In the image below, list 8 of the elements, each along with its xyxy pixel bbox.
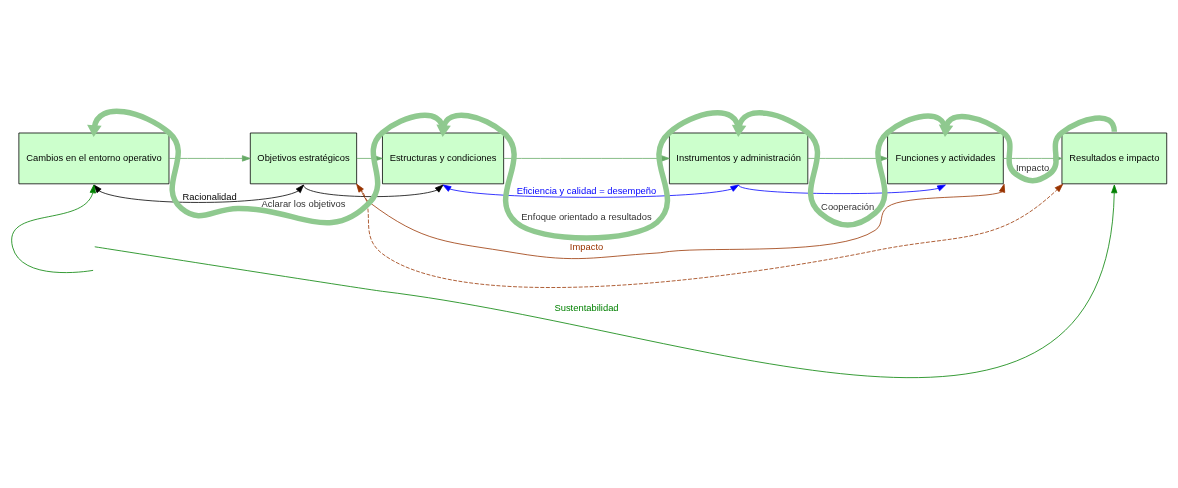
edge-label: Racionalidad [182,191,237,202]
edge-label: Eficiencia y calidad = desempeño [516,185,657,196]
edge-label: Cooperación [821,201,875,212]
edge-label: Impacto [569,241,604,252]
edge-label: Sustentabilidad [554,302,619,313]
edge-label: Enfoque orientado a resultados [521,211,652,222]
edge-label: Aclarar los objetivos [261,198,346,209]
edge-label: Impacto [1015,162,1050,173]
